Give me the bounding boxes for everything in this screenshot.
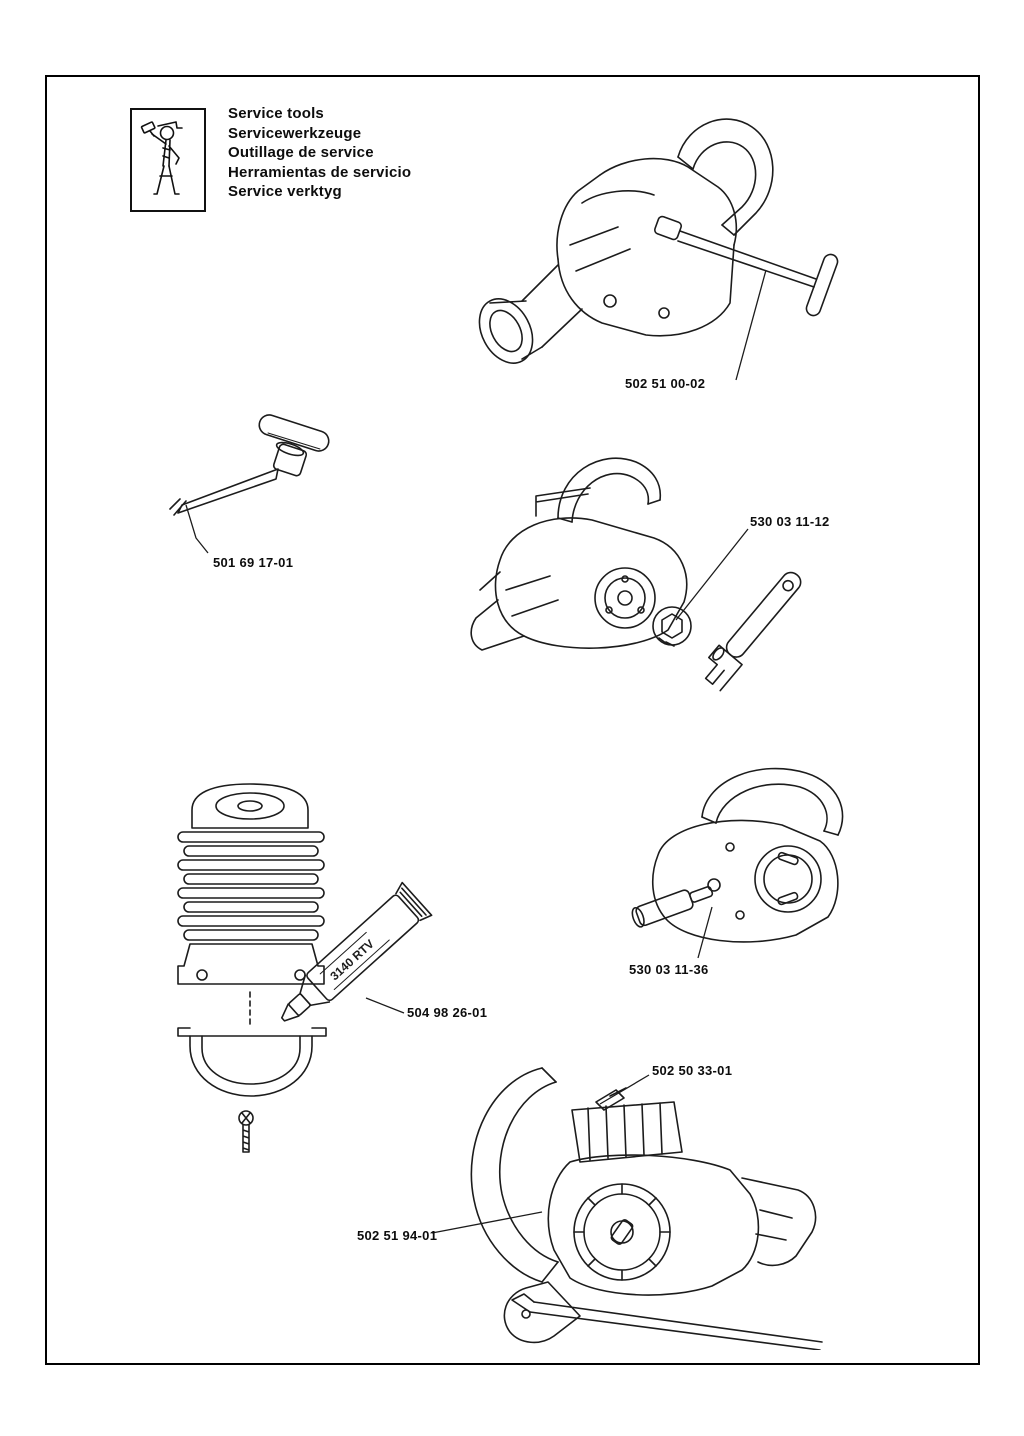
title-sv: Service verktyg <box>228 183 342 200</box>
part-number-piston-stop: 502 50 33-01 <box>652 1063 733 1078</box>
page-title-block: Service tools Servicewerkzeuge Outillage… <box>228 104 411 202</box>
illustration-spark-plug-t-wrench <box>169 414 330 516</box>
part-number-clutch-adjustable-wrench: 530 03 11-12 <box>750 514 830 529</box>
part-number-sealant-tube: 504 98 26-01 <box>407 1005 488 1020</box>
page-border <box>45 75 980 1365</box>
sealant-tube-label: 3140 RTV <box>327 937 377 984</box>
illustration-flywheel-piston-stop <box>470 1067 823 1350</box>
title-en: Service tools <box>228 105 324 122</box>
illustration-clutch-removal-tool <box>631 767 844 943</box>
part-number-long-t-wrench: 502 51 00-02 <box>625 376 706 391</box>
illustration-cylinder-sealant: 3140 RTV <box>177 783 433 1153</box>
title-de: Servicewerkzeuge <box>228 124 362 142</box>
part-number-spark-plug-t-wrench: 501 69 17-01 <box>213 555 294 570</box>
illustration-chainsaw-long-t-wrench <box>478 118 839 364</box>
illustration-clutch-and-wrench <box>470 457 802 692</box>
serviceman-icon <box>140 121 183 195</box>
part-number-flywheel-bar-tool: 502 51 94-01 <box>357 1228 438 1243</box>
part-number-clutch-removal-tool: 530 03 11-36 <box>629 962 709 977</box>
title-fr: Outillage de service <box>228 144 374 161</box>
serviceman-icon-box <box>130 108 206 212</box>
title-es: Herramientas de servicio <box>228 163 412 181</box>
